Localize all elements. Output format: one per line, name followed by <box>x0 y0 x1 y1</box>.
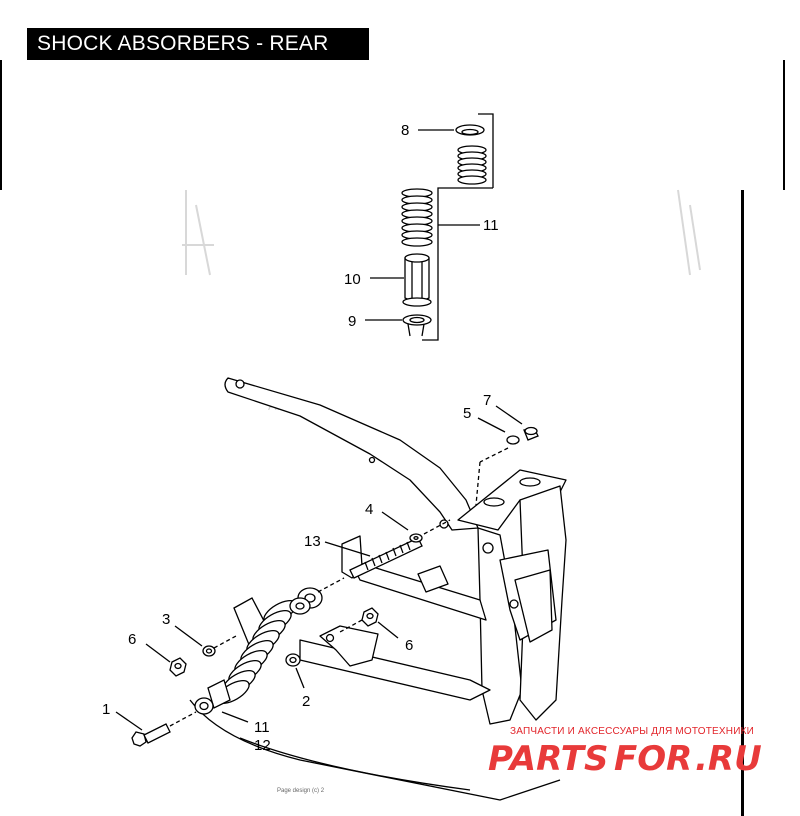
leader-1 <box>115 711 143 731</box>
spring-kit-group <box>365 113 494 341</box>
leader-7 <box>495 405 523 425</box>
watermark-tagline: ЗАПЧАСТИ И АКСЕССУАРЫ ДЛЯ МОТОТЕХНИКИ <box>510 726 754 737</box>
washer-2 <box>285 653 305 689</box>
swingarm-upper-arm <box>224 377 479 531</box>
shock-absorber <box>194 577 345 723</box>
leader-4 <box>381 511 409 531</box>
callout-11-kit: 11 <box>483 217 499 234</box>
leader-6-right <box>377 621 399 639</box>
callout-12: 12 <box>254 737 271 754</box>
page-footer: Page design (c) 2 <box>277 788 325 794</box>
leader-6-left <box>145 643 171 663</box>
sleeve-top <box>404 253 430 263</box>
callout-13: 13 <box>304 533 321 550</box>
callout-10: 10 <box>344 271 361 288</box>
leader-2 <box>295 667 305 689</box>
swingarm-pivot <box>235 379 245 389</box>
large-spring <box>401 188 433 247</box>
bolt-head <box>131 731 147 747</box>
spring-sleeve <box>404 257 430 302</box>
callout-8: 8 <box>401 122 409 139</box>
watermark-logo-ru: .RU <box>695 739 762 779</box>
callout-6-left: 6 <box>128 631 136 648</box>
callout-4: 4 <box>365 501 373 518</box>
callout-7: 7 <box>483 392 491 409</box>
mounting-stud <box>324 537 423 579</box>
kit-bracket-top <box>478 113 494 188</box>
callout-6-right: 6 <box>405 637 413 654</box>
left-frame-line <box>0 60 2 190</box>
frame-vertical-tube-left <box>477 527 523 725</box>
sleeve-flange <box>402 297 432 307</box>
callout-2: 2 <box>302 693 310 710</box>
frame-cap-right <box>519 477 541 487</box>
leader-11-12 <box>221 711 249 723</box>
bolt-1 <box>115 711 197 747</box>
leader-13 <box>324 541 371 557</box>
callout-9: 9 <box>348 313 356 330</box>
nut-6-right <box>339 607 399 639</box>
swingarm-rail-lower <box>299 639 491 701</box>
spring-seat-ring-inner <box>461 128 479 136</box>
right-frame-line <box>741 190 744 816</box>
faded-artifacts <box>182 189 701 276</box>
page-title: SHOCK ABSORBERS - REAR <box>27 28 369 60</box>
small-spring <box>457 145 487 185</box>
shock-mount-bracket <box>319 625 379 667</box>
nut-washer-5-7 <box>475 405 539 506</box>
washer-4 <box>381 511 451 543</box>
bolt-shank <box>143 723 171 744</box>
frame-cap-left <box>483 497 505 507</box>
callout-labels: 8 11 10 9 7 5 4 13 3 6 6 2 1 11 12 <box>102 122 499 754</box>
leader-3 <box>174 625 203 647</box>
right-frame-line-top <box>783 60 785 190</box>
callout-11-shock: 11 <box>254 719 270 736</box>
washer-5 <box>506 435 520 445</box>
watermark-logo-parts: PARTS <box>488 739 608 779</box>
watermark-logo-for: FOR <box>614 739 692 779</box>
washer-3-nut-6-left <box>145 625 237 677</box>
kit-bracket-main <box>422 187 493 341</box>
callout-1: 1 <box>102 701 110 718</box>
lower-bracket <box>417 565 449 593</box>
callout-5: 5 <box>463 405 471 422</box>
leader-5 <box>477 417 506 433</box>
callout-3: 3 <box>162 611 170 628</box>
frame-assembly <box>189 377 567 801</box>
watermark: ЗАПЧАСТИ И АКСЕССУАРЫ ДЛЯ МОТОТЕХНИКИ PA… <box>488 726 762 779</box>
